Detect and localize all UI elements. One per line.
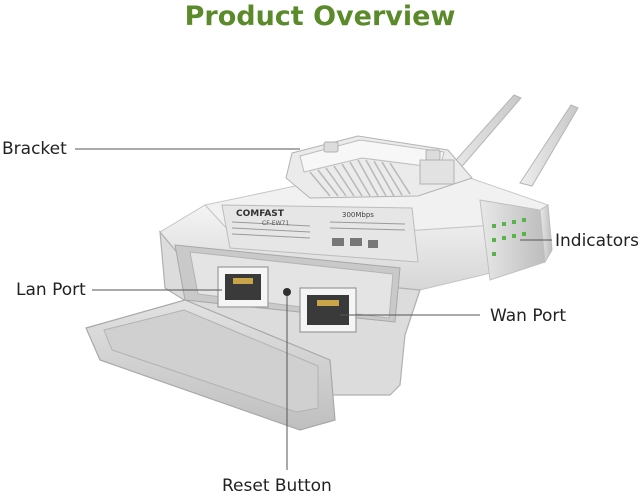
bracket-label: Bracket xyxy=(2,139,67,159)
reset-button-label: Reset Button xyxy=(222,476,332,496)
brand-logo-text: COMFAST xyxy=(236,209,285,219)
wan-port-label: Wan Port xyxy=(490,306,566,326)
lan-port xyxy=(218,267,268,307)
indicators-label: Indicators xyxy=(555,231,639,251)
model-text: CF-EW71 xyxy=(262,220,289,227)
lan-port-label: Lan Port xyxy=(16,280,86,300)
speed-text: 300Mbps xyxy=(342,211,374,219)
wan-port xyxy=(300,288,356,332)
antenna-right xyxy=(520,105,578,186)
reset-button xyxy=(283,288,291,296)
